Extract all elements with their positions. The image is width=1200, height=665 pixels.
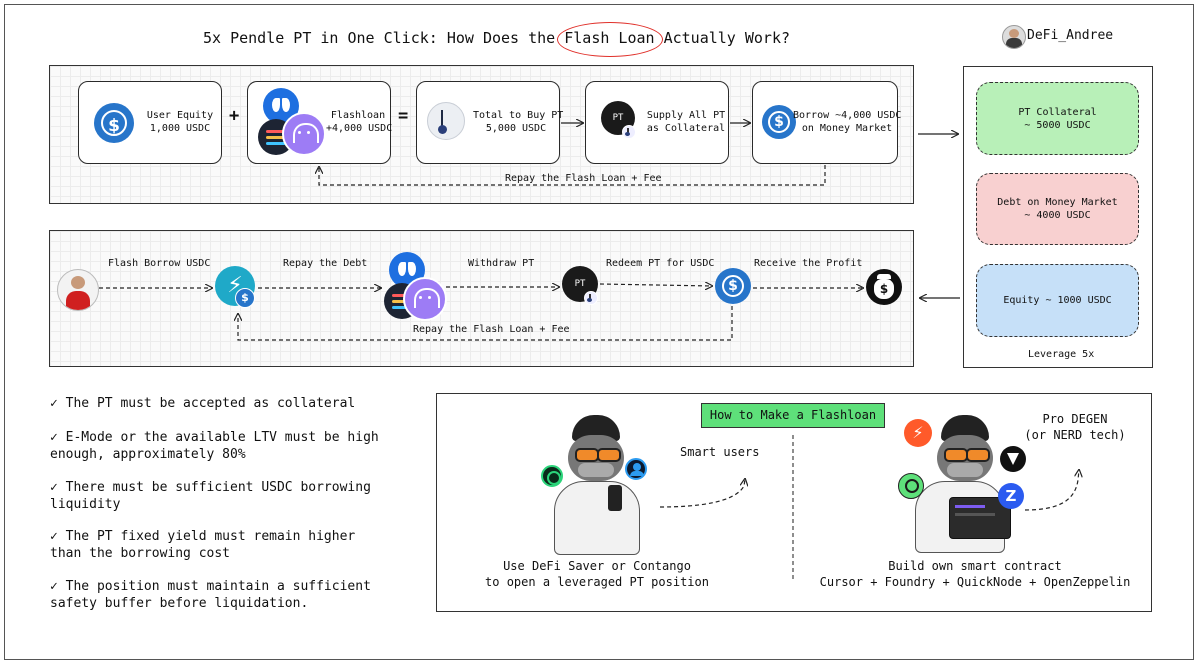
- user-equity-label: User Equity 1,000 USDC: [146, 110, 214, 134]
- debt-box: Debt on Money Market ~ 4000 USDC: [976, 173, 1139, 245]
- bottom-flow-panel: [49, 230, 914, 367]
- total-buy-label: Total to Buy PT 5,000 USDC: [473, 110, 564, 134]
- highlight-circle: [557, 22, 664, 57]
- usdc-mini-icon: $: [235, 288, 255, 308]
- supply-pt-label: Supply All PT as Collateral: [646, 110, 726, 134]
- arrow-pro-degen: [1024, 470, 1079, 511]
- pro-degen-caption: Build own smart contract Cursor + Foundr…: [819, 559, 1131, 589]
- arrow-repay-bottom: [238, 306, 733, 341]
- pendle-mini-icon: [622, 125, 636, 139]
- user-equity-box: $ User Equity 1,000 USDC: [78, 81, 222, 164]
- smart-user-illustration: [538, 415, 656, 555]
- contango-icon: [625, 458, 647, 480]
- pendle-mini-icon: [584, 291, 598, 305]
- defi-saver-icon: [541, 465, 563, 487]
- openzeppelin-icon: Z: [998, 483, 1024, 509]
- quicknode-icon: [898, 473, 924, 499]
- pt-badge-text: PT: [574, 279, 586, 289]
- page-title: 5x Pendle PT in One Click: How Does the …: [203, 22, 791, 57]
- usdc-icon: $: [715, 268, 751, 304]
- user-avatar: [57, 269, 99, 311]
- pt-badge-text: PT: [612, 113, 624, 123]
- arrow-smart-users: [659, 479, 745, 508]
- requirement-item: ✓ The position must maintain a sufficien…: [50, 579, 371, 611]
- flashloan-label: Flashloan +4,000 USDC: [326, 110, 393, 134]
- arrow-repay-top: [319, 165, 826, 186]
- flashloan-box: Flashloan +4,000 USDC: [247, 81, 393, 164]
- title-prefix: 5x Pendle PT in One Click: How Does the: [203, 29, 565, 47]
- borrow-box: $ Borrow ~4,000 USDC on Money Market: [752, 81, 902, 164]
- requirement-item: ✓ The PT must be accepted as collateral: [50, 396, 356, 411]
- requirement-item: ✓ The PT fixed yield must remain higher …: [50, 529, 356, 561]
- outer-frame: [4, 4, 1194, 660]
- step-withdraw-pt: Withdraw PT: [468, 258, 535, 269]
- step-flash-borrow: Flash Borrow USDC: [108, 258, 211, 269]
- ghost-icon: [282, 112, 326, 156]
- howto-tag: How to Make a Flashloan: [701, 403, 885, 428]
- repay-label-top: Repay the Flash Loan + Fee: [505, 173, 662, 184]
- equals-sign: =: [398, 106, 409, 126]
- author-name: DeFi_Andree: [1027, 28, 1114, 43]
- usdc-icon: $: [762, 105, 796, 139]
- step-receive-profit: Receive the Profit: [754, 258, 863, 269]
- requirement-item: ✓ E-Mode or the available LTV must be hi…: [50, 430, 379, 462]
- collateral-box: PT Collateral ~ 5000 USDC: [976, 82, 1139, 155]
- equity-box: Equity ~ 1000 USDC: [976, 264, 1139, 337]
- money-bag-icon: $: [866, 269, 902, 305]
- smart-users-label: Smart users: [680, 445, 760, 459]
- supply-pt-box: PT Supply All PT as Collateral: [585, 81, 729, 164]
- borrow-label: Borrow ~4,000 USDC on Money Market: [793, 110, 902, 134]
- title-highlight-wrap: Flash Loan: [557, 22, 664, 57]
- plus-sign: +: [229, 106, 240, 126]
- title-suffix: Actually Work?: [654, 29, 791, 47]
- step-repay-debt: Repay the Debt: [283, 258, 368, 269]
- pro-degen-label: Pro DEGEN (or NERD tech): [1024, 412, 1126, 442]
- step-redeem-pt: Redeem PT for USDC: [606, 258, 715, 269]
- repay-label-bottom: Repay the Flash Loan + Fee: [413, 324, 570, 335]
- ghost-icon: [403, 277, 447, 321]
- smart-users-caption: Use DeFi Saver or Contango to open a lev…: [485, 559, 709, 589]
- pendle-icon: [427, 102, 465, 140]
- author-avatar: [1002, 25, 1026, 49]
- arrow-redeem-pt: [599, 284, 712, 286]
- usdc-icon: $: [94, 103, 134, 143]
- pro-degen-illustration: [905, 415, 1025, 555]
- leverage-label: Leverage 5x: [1028, 349, 1095, 360]
- total-buy-box: Total to Buy PT 5,000 USDC: [416, 81, 564, 164]
- foundry-icon: [1000, 446, 1026, 472]
- requirement-item: ✓ There must be sufficient USDC borrowin…: [50, 480, 371, 512]
- cursor-lightning-icon: ⚡: [904, 419, 932, 447]
- money-bag-symbol: $: [874, 279, 894, 299]
